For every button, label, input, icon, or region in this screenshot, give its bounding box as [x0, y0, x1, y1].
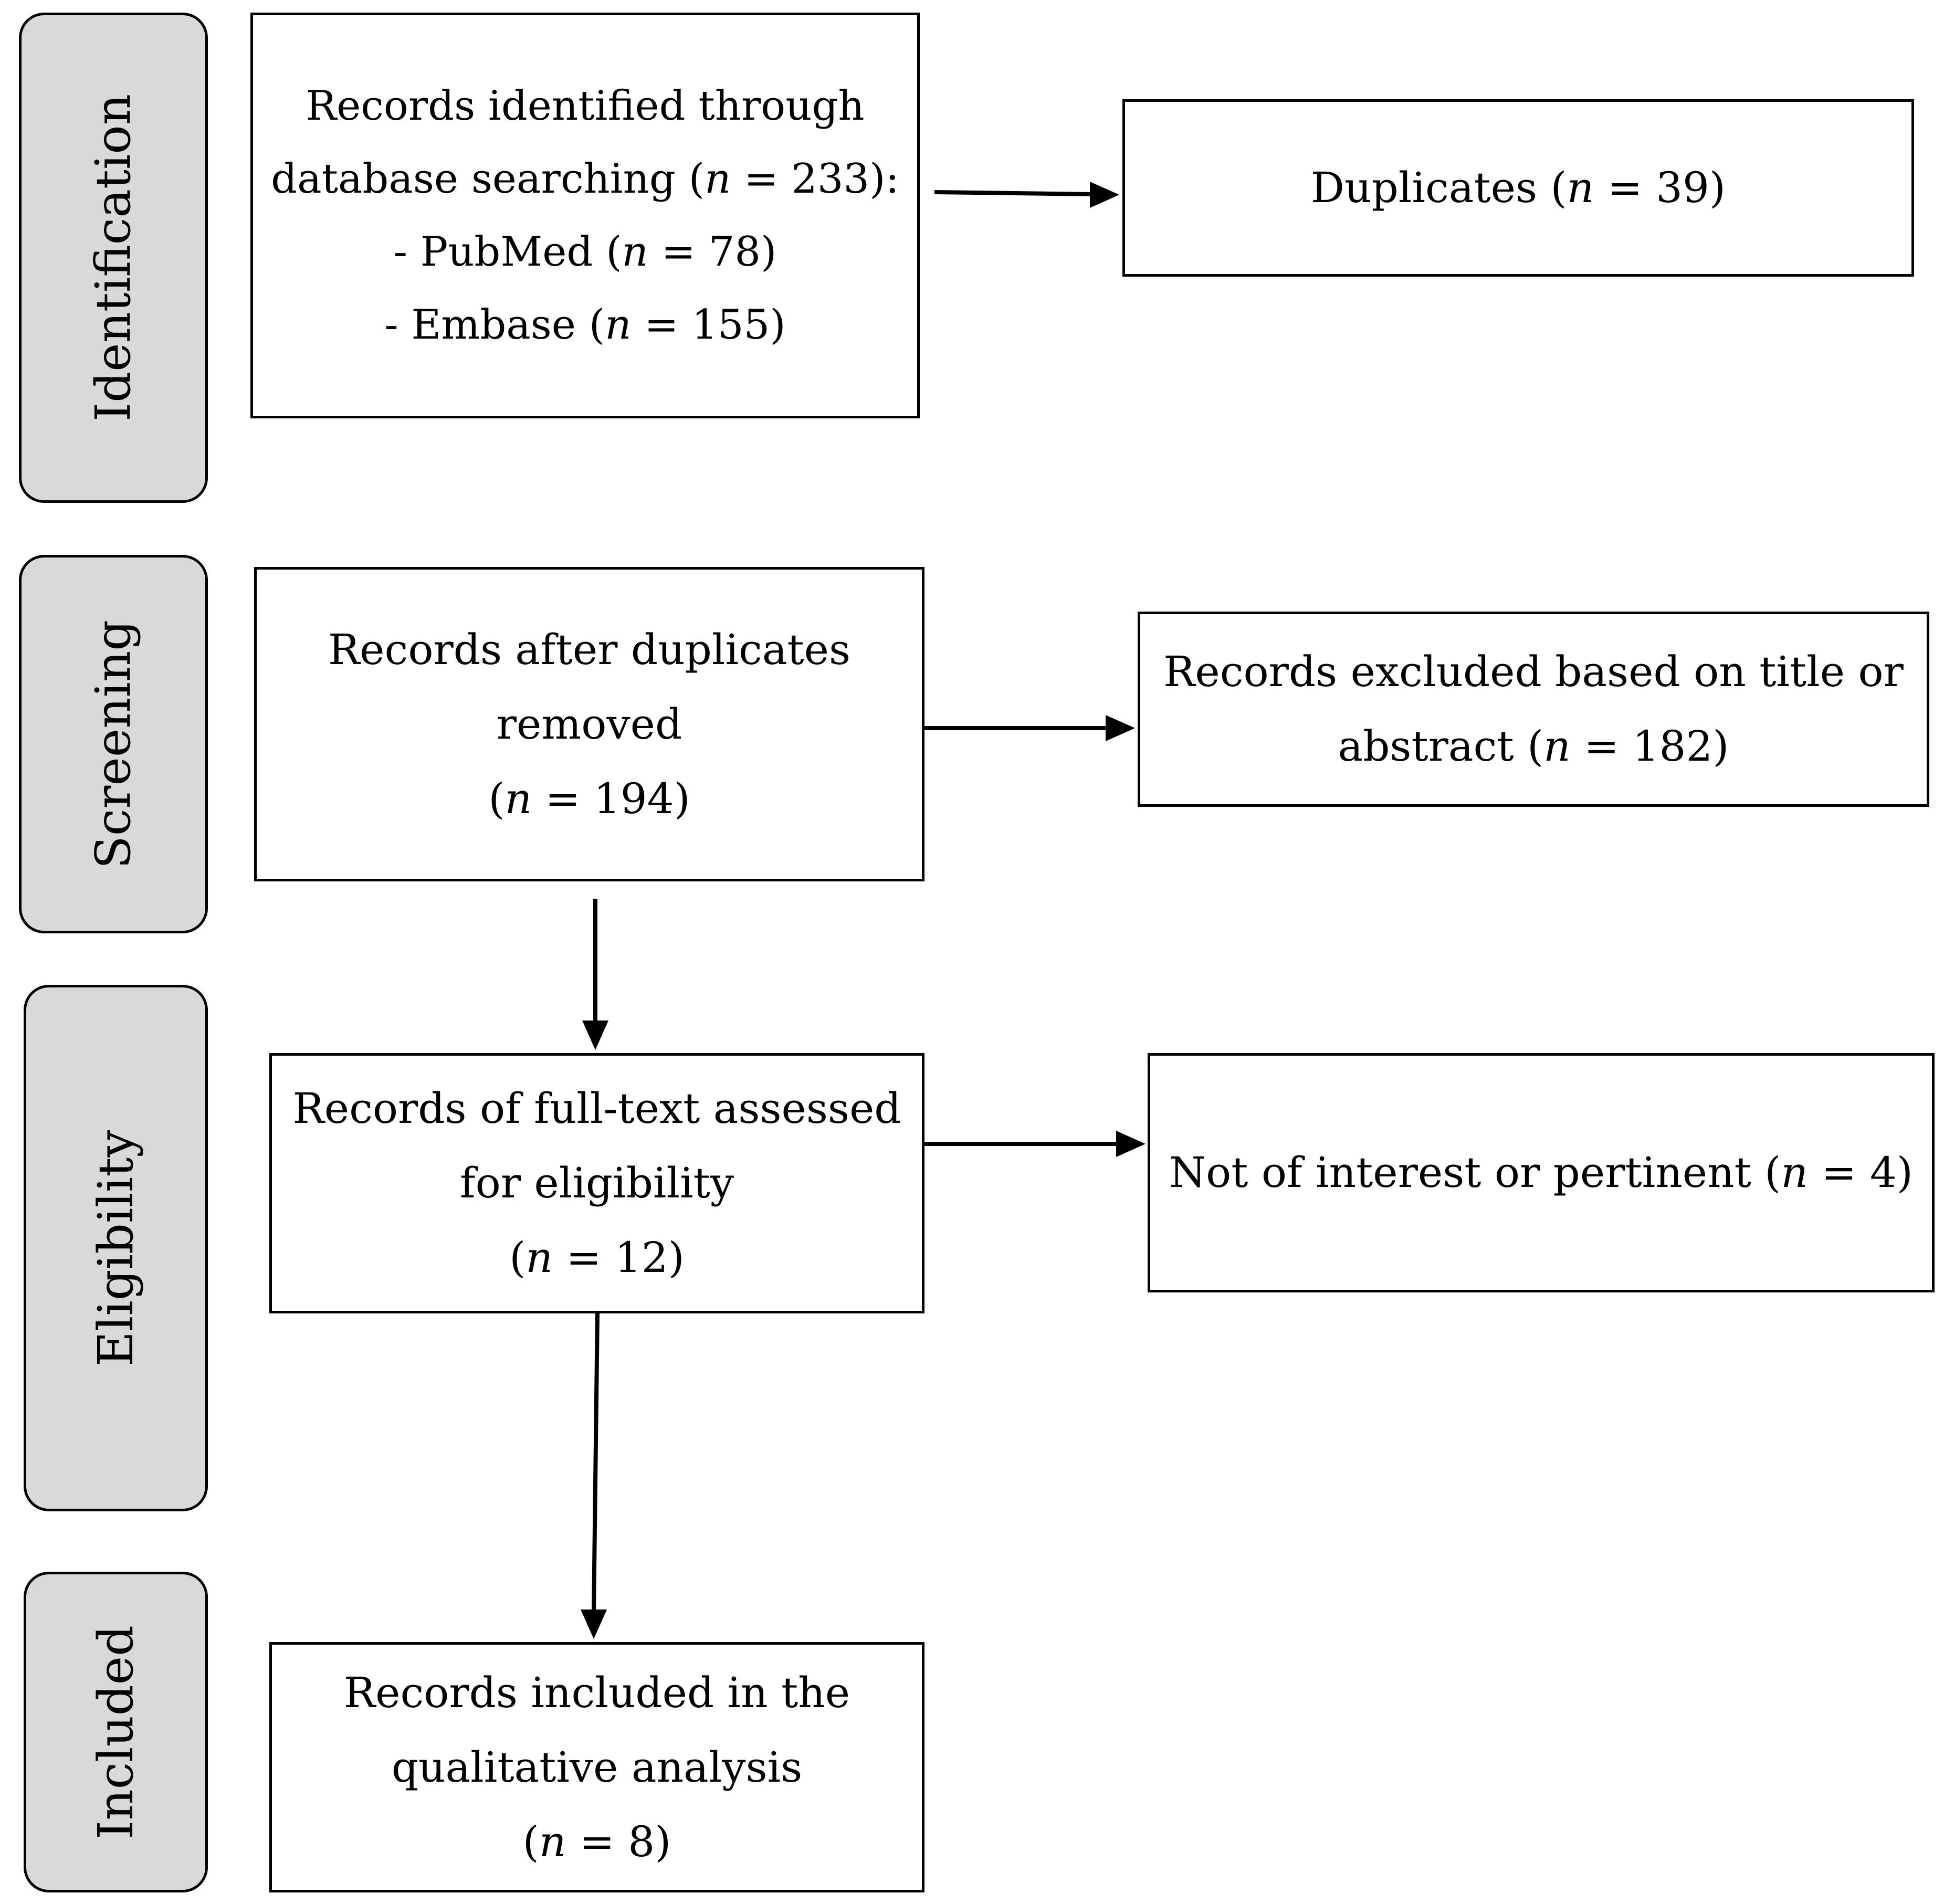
full-text-line-1: Records of full-text assessed [292, 1084, 901, 1133]
included-count: = 8) [566, 1817, 671, 1866]
identified-embase-n-symbol: n [605, 301, 632, 349]
included-line-3: (n = 8) [523, 1805, 671, 1879]
phase-screening: Screening [19, 555, 208, 933]
identified-line-4: - Embase (n = 155) [384, 289, 785, 362]
full-text-line-2: for eligibility [459, 1159, 734, 1207]
not-of-interest-n-symbol: n [1781, 1148, 1808, 1197]
duplicates-count: = 39) [1594, 163, 1726, 212]
full-text-n-symbol: n [526, 1233, 553, 1282]
box-records-identified: Records identified through database sear… [250, 13, 920, 418]
identified-line-2-pre: database searching ( [271, 155, 705, 203]
identified-pubmed-count: = 78) [648, 228, 777, 276]
identified-count-total: = 233): [731, 155, 899, 203]
phase-eligibility: Eligibility [24, 985, 208, 1511]
phase-included: Included [24, 1572, 208, 1892]
arrow-full-text-to-not-of-interest [924, 1131, 1146, 1157]
box-not-of-interest: Not of interest or pertinent (n = 4) [1148, 1053, 1935, 1292]
after-duplicates-line-1: Records after duplicates [328, 625, 851, 674]
box-full-text-assessed: Records of full-text assessed for eligib… [269, 1053, 924, 1313]
arrow-after-duplicates-to-full-text [582, 899, 608, 1050]
after-duplicates-line-2: removed [496, 699, 682, 749]
identified-pubmed-n-symbol: n [622, 228, 648, 276]
box-records-included: Records included in the qualitative anal… [269, 1642, 924, 1892]
excluded-line-1: Records excluded based on title or [1163, 647, 1904, 696]
not-of-interest-label: Not of interest or pertinent ( [1169, 1148, 1781, 1197]
full-text-open-paren: ( [509, 1233, 526, 1282]
identified-line-3: - PubMed (n = 78) [394, 216, 777, 289]
arrow-after-duplicates-to-excluded [924, 715, 1135, 741]
phase-identification: Identification [19, 13, 208, 503]
duplicates-label: Duplicates ( [1310, 163, 1567, 212]
arrow-full-text-to-included [581, 1313, 607, 1639]
included-n-symbol: n [539, 1817, 566, 1866]
identified-line-1: Records identified through [306, 82, 865, 130]
duplicates-n-symbol: n [1567, 163, 1594, 212]
not-of-interest-count: = 4) [1808, 1148, 1913, 1197]
duplicates-line: Duplicates (n = 39) [1311, 151, 1726, 225]
full-text-count: = 12) [552, 1233, 685, 1282]
identified-embase-label: - Embase ( [384, 301, 605, 349]
arrow-identified-to-duplicates [934, 182, 1119, 208]
excluded-line-2: abstract (n = 182) [1338, 709, 1729, 784]
after-duplicates-open-paren: ( [488, 774, 505, 823]
after-duplicates-count: = 194) [531, 774, 690, 823]
identified-embase-count: = 155) [631, 301, 786, 349]
identified-line-2: database searching (n = 233): [271, 143, 899, 216]
included-line-1: Records included in the [343, 1668, 850, 1717]
after-duplicates-n-symbol: n [505, 774, 532, 823]
identified-pubmed-label: - PubMed ( [393, 228, 622, 276]
excluded-count: = 182) [1570, 722, 1729, 771]
full-text-line-3: (n = 12) [509, 1221, 685, 1295]
box-excluded-title-abstract: Records excluded based on title or abstr… [1138, 612, 1929, 807]
after-duplicates-line-3: (n = 194) [488, 762, 690, 836]
box-duplicates: Duplicates (n = 39) [1122, 99, 1914, 277]
excluded-n-symbol: n [1543, 722, 1571, 771]
box-after-duplicates: Records after duplicates removed (n = 19… [254, 567, 924, 881]
included-open-paren: ( [522, 1817, 539, 1866]
included-line-2: qualitative analysis [391, 1742, 803, 1792]
identified-n-symbol: n [705, 155, 731, 203]
not-of-interest-line: Not of interest or pertinent (n = 4) [1169, 1135, 1913, 1210]
excluded-line-2-pre: abstract ( [1338, 722, 1544, 771]
